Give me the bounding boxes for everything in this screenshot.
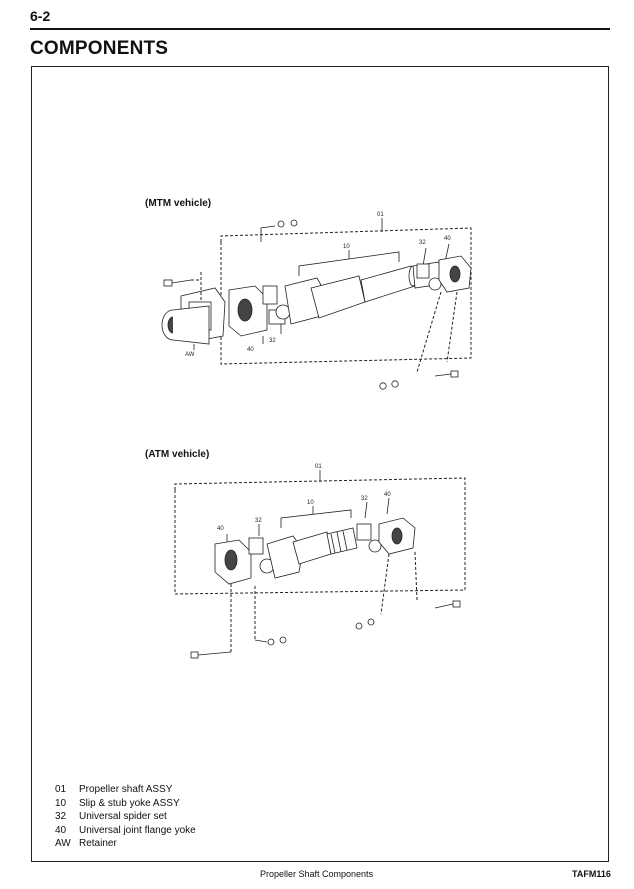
atm-yoke-tube (266, 527, 358, 579)
callout-32-left-atm: 32 (255, 518, 262, 524)
callout-40-right-mtm: 40 (444, 236, 451, 242)
retainer-part (161, 287, 226, 345)
callout-40-left-atm: 40 (217, 526, 224, 532)
atm-diagram: 01 10 32 40 32 40 (174, 464, 466, 659)
atm-bolt-lower-left (190, 651, 232, 659)
spider-left (262, 285, 291, 325)
callout-40-right-atm: 40 (384, 492, 391, 498)
caption-mtm: (MTM vehicle) (145, 198, 212, 209)
atm-nut-washer-left (254, 636, 287, 646)
atm-flange-yoke-right (378, 517, 416, 555)
bolt-left (163, 272, 202, 302)
page-title: COMPONENTS (30, 38, 169, 59)
nut-washer-upper (260, 219, 298, 242)
atm-bolt-lower-right (434, 600, 461, 609)
caption-atm: (ATM vehicle) (145, 449, 210, 460)
callout-40-left-mtm: 40 (247, 347, 254, 353)
flange-yoke-right (438, 255, 472, 293)
footer-title: Propeller Shaft Components (260, 869, 374, 879)
atm-flange-yoke-left (214, 539, 252, 585)
header-rule (30, 28, 610, 30)
callout-10-atm: 10 (307, 500, 314, 506)
diagram-frame (31, 66, 609, 862)
callout-32-left-mtm: 32 (269, 338, 276, 344)
exploded-diagrams: 01 10 32 40 32 40 AW (161, 212, 472, 659)
slip-yoke (284, 275, 366, 325)
atm-spider-left (248, 537, 275, 574)
nut-washer-lower (379, 380, 399, 390)
bolt-lower-right (434, 370, 459, 378)
flange-yoke-left (228, 285, 268, 337)
callout-aw-mtm: AW (185, 352, 195, 358)
atm-spider-right (356, 523, 382, 553)
callout-32-right-mtm: 32 (419, 240, 426, 246)
callout-01-mtm: 01 (377, 212, 384, 218)
atm-nut-washer-right (355, 618, 375, 630)
footer-code: TAFM116 (572, 869, 611, 879)
page-number: 6-2 (30, 8, 51, 24)
callout-32-right-atm: 32 (361, 496, 368, 502)
callout-01-atm: 01 (315, 464, 322, 470)
mtm-diagram: 01 10 32 40 32 40 AW (161, 212, 472, 390)
spider-right (416, 263, 442, 291)
callout-10-mtm: 10 (343, 244, 350, 250)
